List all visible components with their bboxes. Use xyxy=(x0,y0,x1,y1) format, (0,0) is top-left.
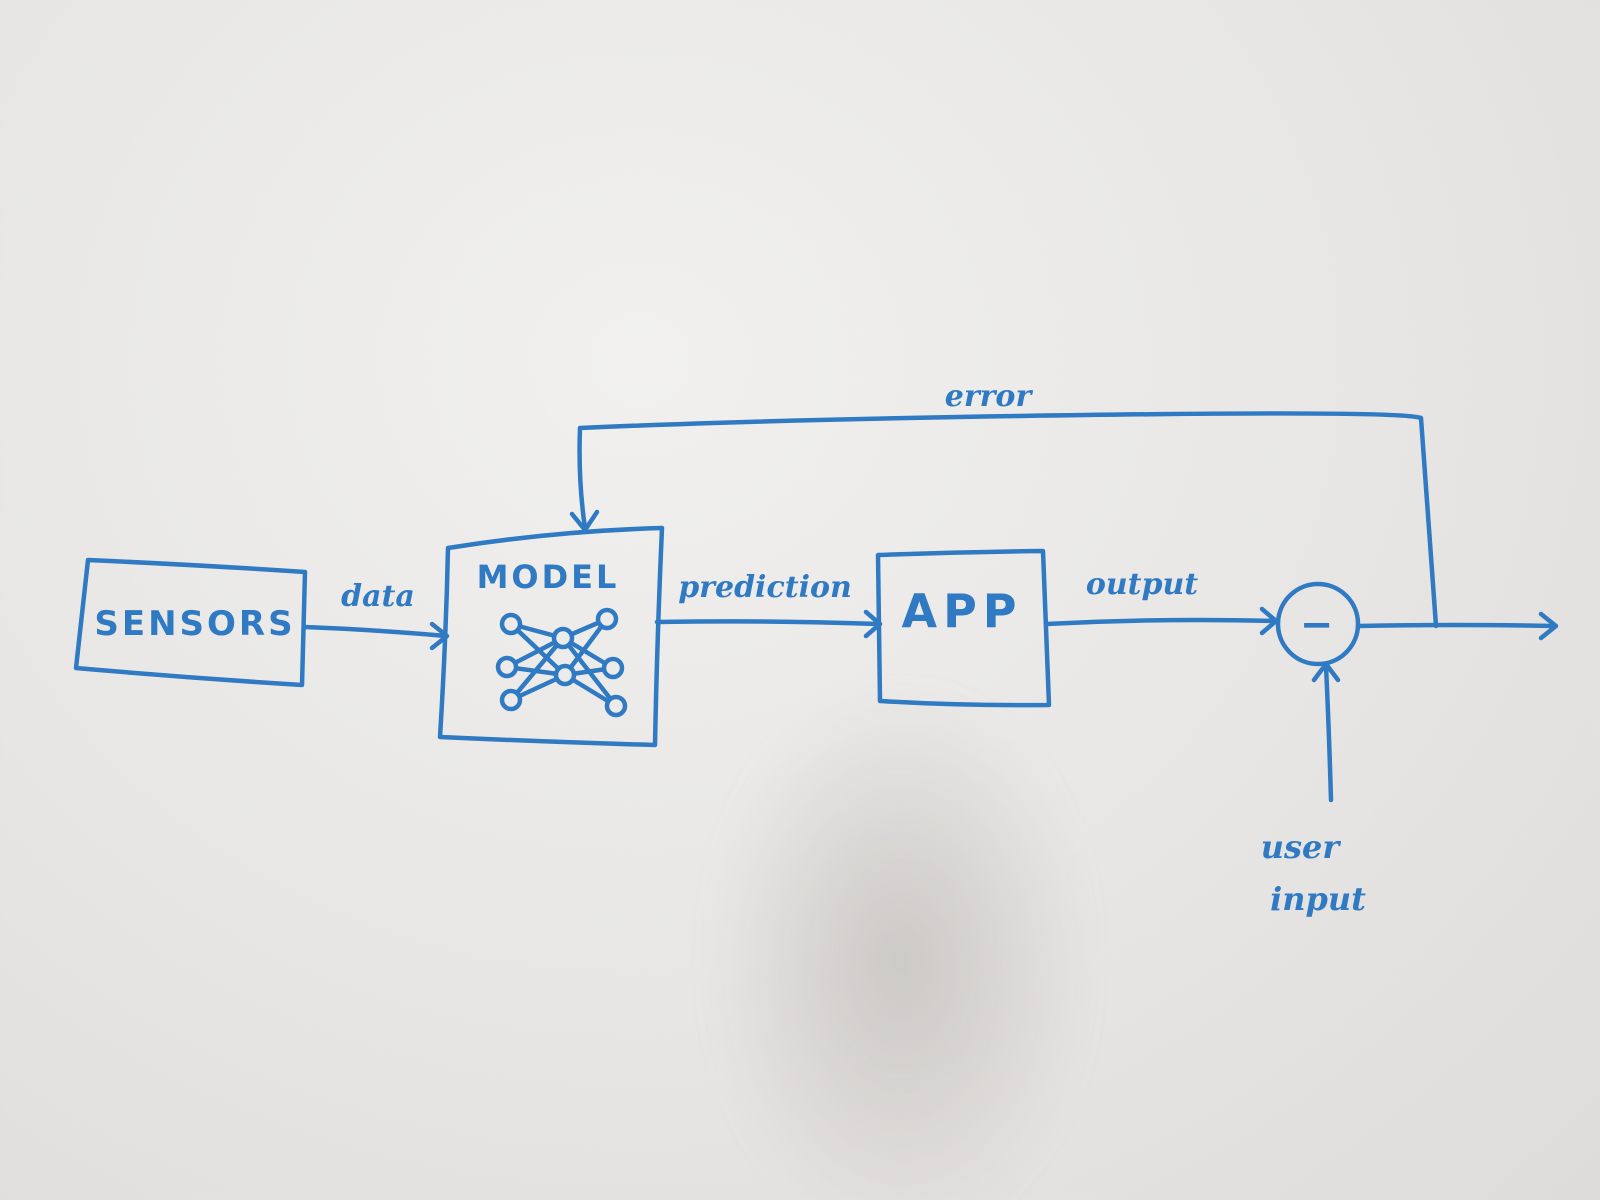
output-arrow-line xyxy=(1043,617,1278,627)
model-block: MODEL xyxy=(437,525,665,748)
output-edge: output xyxy=(1043,567,1279,636)
prediction-label: prediction xyxy=(678,570,852,605)
user-input-edge: user input xyxy=(1261,661,1366,918)
comparator-symbol: − xyxy=(1300,602,1337,648)
model-label: MODEL xyxy=(477,558,620,596)
comparator-node: − xyxy=(1275,581,1361,667)
wall-shadow xyxy=(720,700,1080,1200)
user-input-label-line1: user xyxy=(1261,828,1342,866)
user-input-label-line2: input xyxy=(1270,880,1366,918)
app-block: APP xyxy=(875,548,1052,708)
output-label: output xyxy=(1086,567,1198,602)
neural-network-icon xyxy=(495,607,628,718)
sensors-label: SENSORS xyxy=(94,604,295,644)
result-arrowhead xyxy=(1538,611,1559,641)
data-edge: data xyxy=(302,579,450,651)
neural-network-nodes xyxy=(495,607,628,718)
result-edge xyxy=(1355,611,1559,641)
error-label: error xyxy=(945,379,1034,414)
user-input-arrowhead xyxy=(1311,661,1341,683)
data-label: data xyxy=(341,579,415,614)
sensors-block: SENSORS xyxy=(73,557,308,688)
model-box xyxy=(437,525,665,748)
prediction-edge: prediction xyxy=(654,570,883,639)
user-input-arrow-line xyxy=(1323,663,1334,803)
sensors-box xyxy=(73,557,308,688)
prediction-arrow-line xyxy=(654,619,881,627)
error-arrowhead xyxy=(569,509,600,533)
error-loop-line xyxy=(577,411,1439,629)
app-label: APP xyxy=(901,584,1022,638)
app-box xyxy=(875,548,1052,708)
data-arrow-line xyxy=(302,624,449,639)
error-feedback-edge: error xyxy=(569,379,1439,629)
result-arrow-line xyxy=(1355,622,1558,629)
